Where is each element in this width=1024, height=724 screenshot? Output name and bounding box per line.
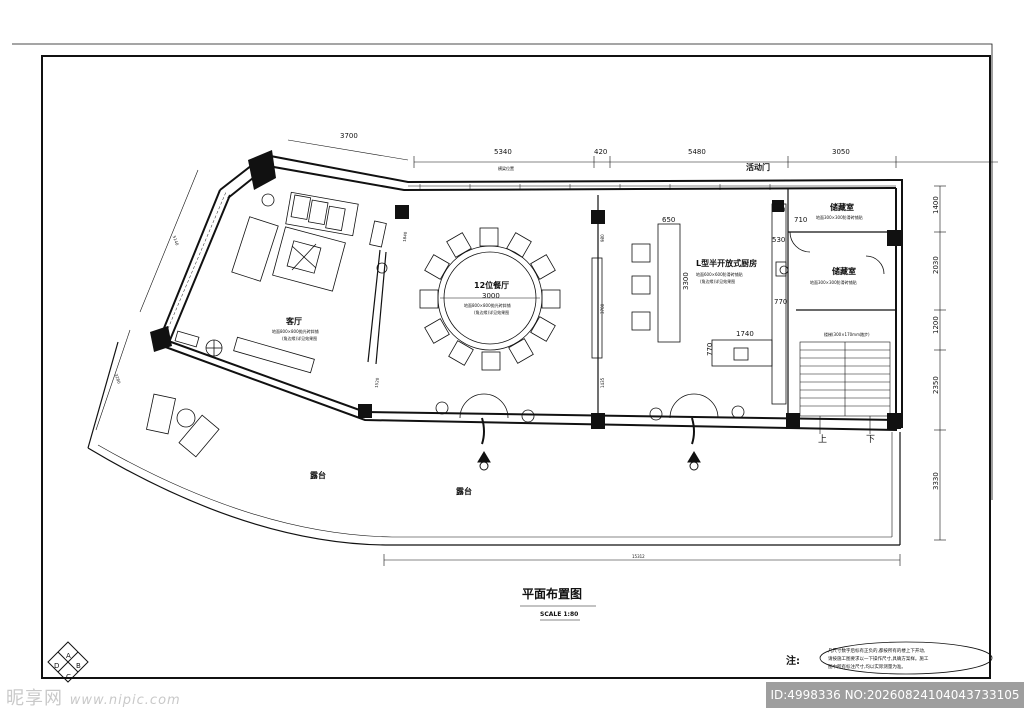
beam-label: 横梁位置 [498, 165, 514, 171]
dim-kitchen-3300: 3300 [682, 272, 690, 290]
living-room-note-1: 地面800×800抛光砖斜铺 [272, 328, 319, 334]
watermark-site: 昵享网 www.nipic.com [6, 684, 181, 710]
dimension-lines [95, 139, 998, 621]
storage-1-note: 地面300×300防滑砖铺贴 [816, 214, 863, 220]
doors [459, 231, 885, 419]
terrace-2-label: 露台 [456, 486, 472, 496]
dim-kitchen-650: 650 [662, 216, 675, 224]
plan-scale: SCALE 1:80 [540, 611, 578, 618]
dim-living-1520: 1520 [374, 377, 380, 388]
terrace-loungers [146, 393, 220, 458]
dim-right-2: 2030 [932, 256, 940, 274]
kitchen-note-1: 地面600×600防滑砖铺贴 [696, 271, 743, 277]
dining-label: 12位餐厅 [474, 280, 509, 290]
dim-kitchen-1740: 1740 [736, 330, 754, 338]
dim-top-1: 3700 [340, 132, 358, 140]
kitchen-fixtures [631, 203, 789, 421]
living-room-label: 客厅 [285, 316, 302, 326]
notes-line-1: 凡尺寸数字后标有正负的,都按所有的楼上下开动, [828, 647, 925, 654]
kitchen-note-2: (角边缘)详见效果图 [700, 278, 735, 284]
dining-note-1: 地面800×800抛光砖斜铺 [464, 302, 511, 308]
storage-2-label: 储藏室 [831, 266, 856, 276]
kitchen-label: L型半开放式厨房 [696, 258, 757, 268]
notes-line-2: 请按施工图要求以一下操作尺寸,具确方案样。施工 [828, 655, 929, 662]
dining-note-2: (角边缘)详见效果图 [474, 309, 509, 315]
stair-up: 上 [818, 434, 827, 445]
building-walls [159, 153, 903, 432]
dim-right-3: 1200 [932, 316, 940, 334]
storage-1-label: 储藏室 [829, 202, 854, 212]
living-room-furniture [174, 191, 388, 374]
watermark-site-name: 昵享网 [6, 688, 63, 709]
stair-label: 楼梯(300×170mm踏步) [824, 331, 870, 337]
dim-left-lower: 3280 [114, 373, 122, 385]
dim-right-4: 2350 [932, 376, 940, 394]
terrace-outline [87, 341, 901, 546]
dim-left-upper: 5140 [172, 235, 180, 247]
dim-dining-980: 980 [600, 234, 605, 242]
dim-kitchen-770a: 770 [706, 343, 714, 356]
plan-title: 平面布置图 [522, 586, 582, 601]
dim-kitchen-710: 710 [794, 216, 807, 224]
stair-down: 下 [866, 435, 875, 445]
terrace-1-label: 露台 [310, 470, 326, 480]
dim-living-1840: 1840 [402, 231, 408, 242]
notes-line-3: 图中所有标注尺寸,均以实际测量为准。 [828, 663, 906, 670]
notes-box: 注: 凡尺寸数字后标有正负的,都按所有的楼上下开动, 请按施工图要求以一下操作尺… [786, 641, 993, 675]
dim-top-4: 5480 [688, 148, 706, 156]
title-block-b: B [76, 662, 81, 670]
dim-kitchen-770b: 770 [774, 298, 787, 306]
title-block-c: C [66, 673, 71, 681]
structural-columns [150, 150, 901, 429]
dim-top-3: 420 [594, 148, 607, 156]
dim-right-5: 3330 [932, 472, 940, 490]
dim-kitchen-560: 560 [772, 206, 785, 214]
entry-markers [477, 417, 701, 471]
watermark-id: ID:4998336 NO:20260824104043733105 [766, 682, 1024, 708]
storage-2-note: 地面300×300防滑砖铺贴 [810, 279, 857, 285]
notes-label: 注: [786, 654, 800, 667]
dining-set [419, 227, 603, 423]
dining-diameter: 3000 [482, 292, 500, 300]
dim-right-1: 1400 [932, 196, 940, 214]
window-strips [163, 184, 896, 339]
dim-top-2: 5340 [494, 148, 512, 156]
dim-dining-1435: 1435 [600, 377, 605, 388]
stair [799, 341, 891, 434]
movable-door-label: 活动门 [746, 162, 770, 172]
title-block-diamond: A B C D [47, 641, 89, 683]
dim-top-5: 3050 [832, 148, 850, 156]
living-room-note-2: (角边缘)详见效果图 [282, 335, 317, 341]
dim-bottom: 15312 [632, 554, 645, 559]
sheet-border [12, 43, 993, 679]
title-block-a: A [66, 652, 71, 660]
watermark-url: www.nipic.com [69, 693, 181, 708]
dim-dining-3700: 3700 [600, 303, 605, 314]
dim-kitchen-530: 530 [772, 236, 785, 244]
title-block-d: D [54, 662, 59, 670]
